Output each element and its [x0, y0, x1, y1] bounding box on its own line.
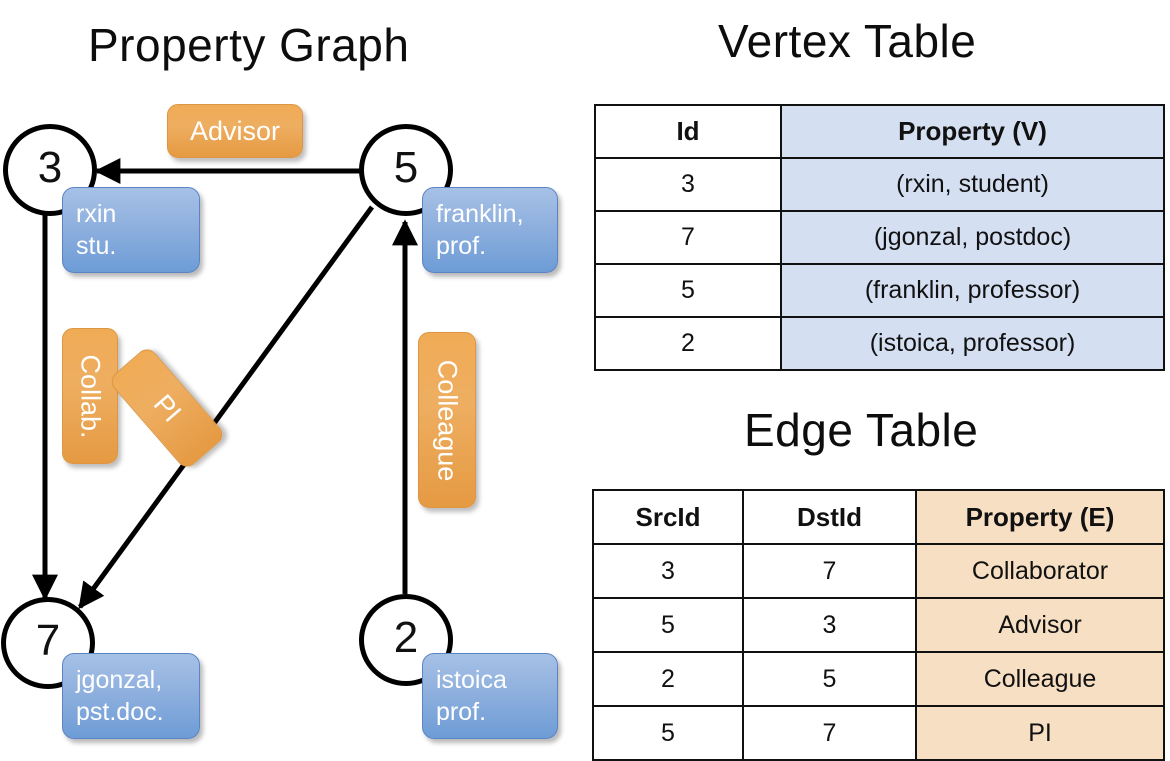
edge-cell-src: 5 [592, 597, 744, 653]
graph-edges-layer [32, 158, 418, 610]
edge-cell-property: Colleague [915, 651, 1165, 707]
edge-table-header-property: Property (E) [915, 489, 1165, 545]
page-title-edge-table: Edge Table [744, 404, 979, 456]
edge-cell-src: 2 [592, 651, 744, 707]
edge-table-header-row: SrcId DstId Property (E) [592, 489, 1165, 545]
vertex-table-row[interactable]: 5 (franklin, professor) [594, 263, 1165, 318]
property-graph-diagram: 3 5 7 2 rxin stu. franklin, prof. jgonza… [0, 0, 585, 760]
edge-label-chip-advisor: Advisor [167, 104, 303, 158]
edge-table: SrcId DstId Property (E) 3 7 Collaborato… [592, 489, 1165, 761]
node-property-chip-rxin: rxin stu. [62, 187, 200, 273]
vertex-cell-id: 3 [594, 157, 782, 212]
graph-node-2[interactable]: 2 [359, 594, 453, 686]
edge-cell-dst: 7 [742, 543, 917, 599]
vertex-table-header-id: Id [594, 104, 782, 159]
node-property-chip-jgonzal: jgonzal, pst.doc. [62, 653, 200, 739]
graph-node-5[interactable]: 5 [359, 124, 453, 216]
edge-cell-property: PI [915, 705, 1165, 761]
vertex-table: Id Property (V) 3 (rxin, student) 7 (jgo… [594, 104, 1165, 371]
edge-table-header-dstid: DstId [742, 489, 917, 545]
graph-node-5-label: 5 [393, 143, 419, 192]
edge-table-row[interactable]: 3 7 Collaborator [592, 543, 1165, 599]
vertex-cell-id: 5 [594, 263, 782, 318]
vertex-cell-property: (jgonzal, postdoc) [780, 210, 1165, 265]
edge-cell-dst: 7 [742, 705, 917, 761]
page-title-vertex-table: Vertex Table [718, 15, 977, 67]
edge-table-header-srcid: SrcId [592, 489, 744, 545]
graph-node-3-label: 3 [37, 143, 63, 192]
graph-node-2-label: 2 [393, 613, 419, 662]
vertex-table-row[interactable]: 2 (istoica, professor) [594, 316, 1165, 371]
edge-table-row[interactable]: 5 7 PI [592, 705, 1165, 761]
vertex-cell-id: 7 [594, 210, 782, 265]
edge-label-chip-colleague: Colleague [418, 332, 476, 508]
node-property-franklin-line2: prof. [436, 232, 487, 260]
node-property-jgonzal-line1: jgonzal, [76, 666, 163, 694]
graph-node-7-label: 7 [35, 616, 61, 665]
vertex-cell-property: (rxin, student) [780, 157, 1165, 212]
node-property-chip-franklin: franklin, prof. [422, 187, 558, 273]
edge-cell-dst: 5 [742, 651, 917, 707]
vertex-table-row[interactable]: 3 (rxin, student) [594, 157, 1165, 212]
vertex-cell-property: (istoica, professor) [780, 316, 1165, 371]
edge-5-to-7 [77, 205, 375, 610]
vertex-cell-id: 2 [594, 316, 782, 371]
edge-cell-src: 3 [592, 543, 744, 599]
edge-cell-property: Collaborator [915, 543, 1165, 599]
node-property-istoica-line2: prof. [436, 698, 487, 726]
edge-cell-property: Advisor [915, 597, 1165, 653]
edge-table-row[interactable]: 5 3 Advisor [592, 597, 1165, 653]
vertex-table-header-property: Property (V) [780, 104, 1165, 159]
vertex-cell-property: (franklin, professor) [780, 263, 1165, 318]
node-property-franklin-line1: franklin, [436, 200, 524, 228]
node-property-istoica-line1: istoica [436, 666, 507, 694]
edge-label-colleague-text: Colleague [432, 359, 463, 481]
vertex-table-row[interactable]: 7 (jgonzal, postdoc) [594, 210, 1165, 265]
node-property-rxin-line2: stu. [76, 232, 117, 260]
edge-cell-src: 5 [592, 705, 744, 761]
node-property-jgonzal-line2: pst.doc. [76, 698, 164, 726]
edge-label-collab-text: Collab. [75, 353, 106, 439]
vertex-table-header-row: Id Property (V) [594, 104, 1165, 159]
page-title-property-graph: Property Graph [88, 19, 410, 71]
edge-table-row[interactable]: 2 5 Colleague [592, 651, 1165, 707]
edge-cell-dst: 3 [742, 597, 917, 653]
edge-label-chip-collab: Collab. [62, 328, 118, 464]
node-property-chip-istoica: istoica prof. [422, 653, 558, 739]
edge-label-advisor-text: Advisor [189, 115, 281, 146]
edge-label-pi-text: PI [147, 388, 188, 428]
node-property-rxin-line1: rxin [76, 200, 117, 228]
